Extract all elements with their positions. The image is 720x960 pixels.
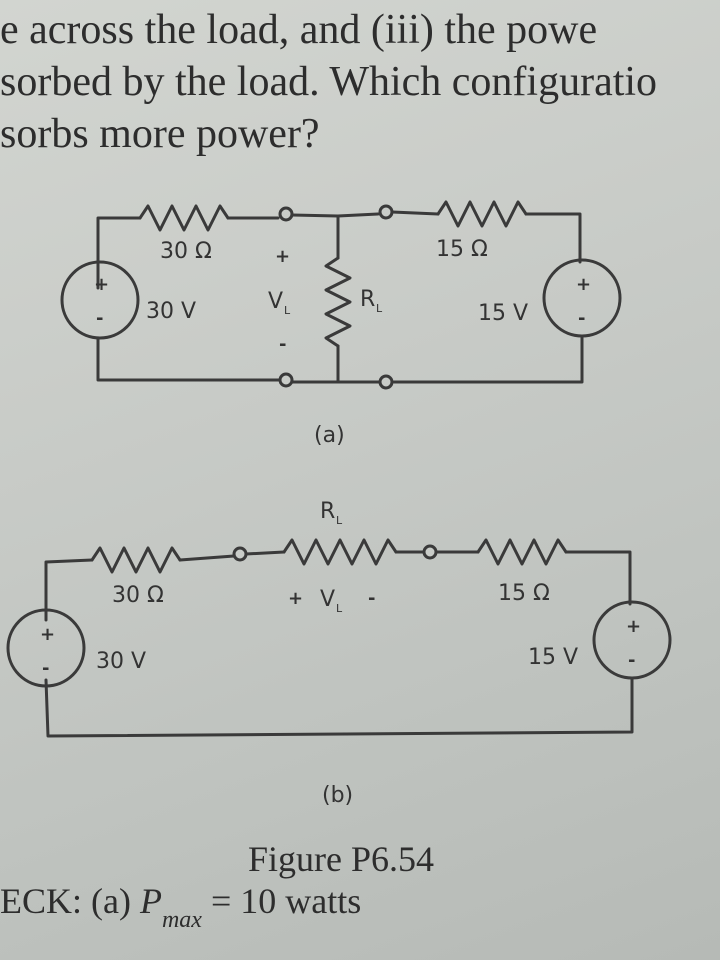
- circuit-b-v-right-label: 15 V: [528, 645, 578, 670]
- circuit-a-v-left-label: 30 V: [146, 299, 196, 324]
- circuit-b-r-left-label: 30 Ω: [112, 583, 164, 608]
- circuit-b-src-left-minus: -: [42, 658, 49, 679]
- check-p-sub: max: [161, 907, 202, 933]
- check-answer: ECK: (a) Pmax = 10 watts: [0, 880, 362, 933]
- circuit-a-terminal-bl: [278, 372, 294, 388]
- circuit-b-vl-minus: -: [368, 588, 375, 609]
- circuit-a-load-resistor: [324, 256, 352, 348]
- circuit-b-rl-label: R: [320, 499, 335, 524]
- circuit-b-vl-plus: +: [288, 588, 303, 609]
- circuit-b-src-left-plus: +: [40, 624, 55, 645]
- text-line-2: sorbed by the load. Which configuratio: [0, 59, 658, 105]
- circuit-a-terminal-tl: [278, 206, 294, 222]
- circuit-b-label: (b): [322, 783, 353, 808]
- circuit-b-load-resistor: [282, 538, 398, 566]
- circuit-b-terminal-r: [422, 544, 438, 560]
- circuit-a-terminal-tr: [378, 204, 394, 220]
- circuit-a-top-left-wire: [96, 216, 142, 290]
- circuit-a-r-right-label: 15 Ω: [436, 237, 488, 262]
- circuit-b-terminal-l: [232, 546, 248, 562]
- circuit-b: [6, 538, 672, 738]
- circuit-a-resistor-30: [138, 204, 230, 232]
- circuit-b-v-left-label: 30 V: [96, 649, 146, 674]
- circuit-b-src-right-plus: +: [626, 616, 641, 637]
- circuit-a-src-right-plus: +: [576, 274, 591, 295]
- circuit-b-source-left: [6, 608, 86, 688]
- circuit-a-resistor-15: [436, 200, 528, 228]
- circuit-a-source-left: [60, 260, 140, 340]
- circuit-a-rl-sub: L: [376, 302, 383, 315]
- circuit-a-vl-plus: +: [275, 246, 290, 267]
- circuit-a-vl-label: V: [268, 289, 283, 314]
- circuit-a-r-left-label: 30 Ω: [160, 239, 212, 264]
- circuit-a-vl-minus: -: [279, 334, 286, 355]
- text-line-1: e across the load, and (iii) the powe: [0, 7, 598, 53]
- check-prefix: ECK: (a): [0, 881, 140, 921]
- circuit-b-src-right-minus: -: [628, 650, 635, 671]
- circuit-b-r-right-label: 15 Ω: [498, 581, 550, 606]
- circuit-a-v-right-label: 15 V: [478, 301, 528, 326]
- circuit-b-resistor-30: [90, 546, 182, 574]
- check-p: P: [139, 881, 162, 921]
- circuit-a-label: (a): [314, 423, 345, 448]
- check-suffix: = 10 watts: [201, 881, 362, 921]
- circuit-a: [60, 200, 622, 390]
- circuit-a-terminal-br: [378, 374, 394, 390]
- circuit-a-rl-label: R: [360, 287, 375, 312]
- circuit-a-src-left-minus: -: [96, 308, 103, 329]
- circuit-a-src-right-minus: -: [578, 308, 585, 329]
- circuit-a-src-left-plus: +: [94, 274, 109, 295]
- text-line-3: sorbs more power?: [0, 111, 320, 157]
- circuit-a-vl-sub: L: [284, 304, 291, 317]
- circuit-b-resistor-15: [476, 538, 568, 566]
- circuit-b-vl-label: V: [320, 587, 335, 612]
- circuit-b-vl-sub: L: [336, 602, 343, 615]
- figure-caption: Figure P6.54: [248, 839, 435, 879]
- circuit-b-rl-sub: L: [336, 514, 343, 527]
